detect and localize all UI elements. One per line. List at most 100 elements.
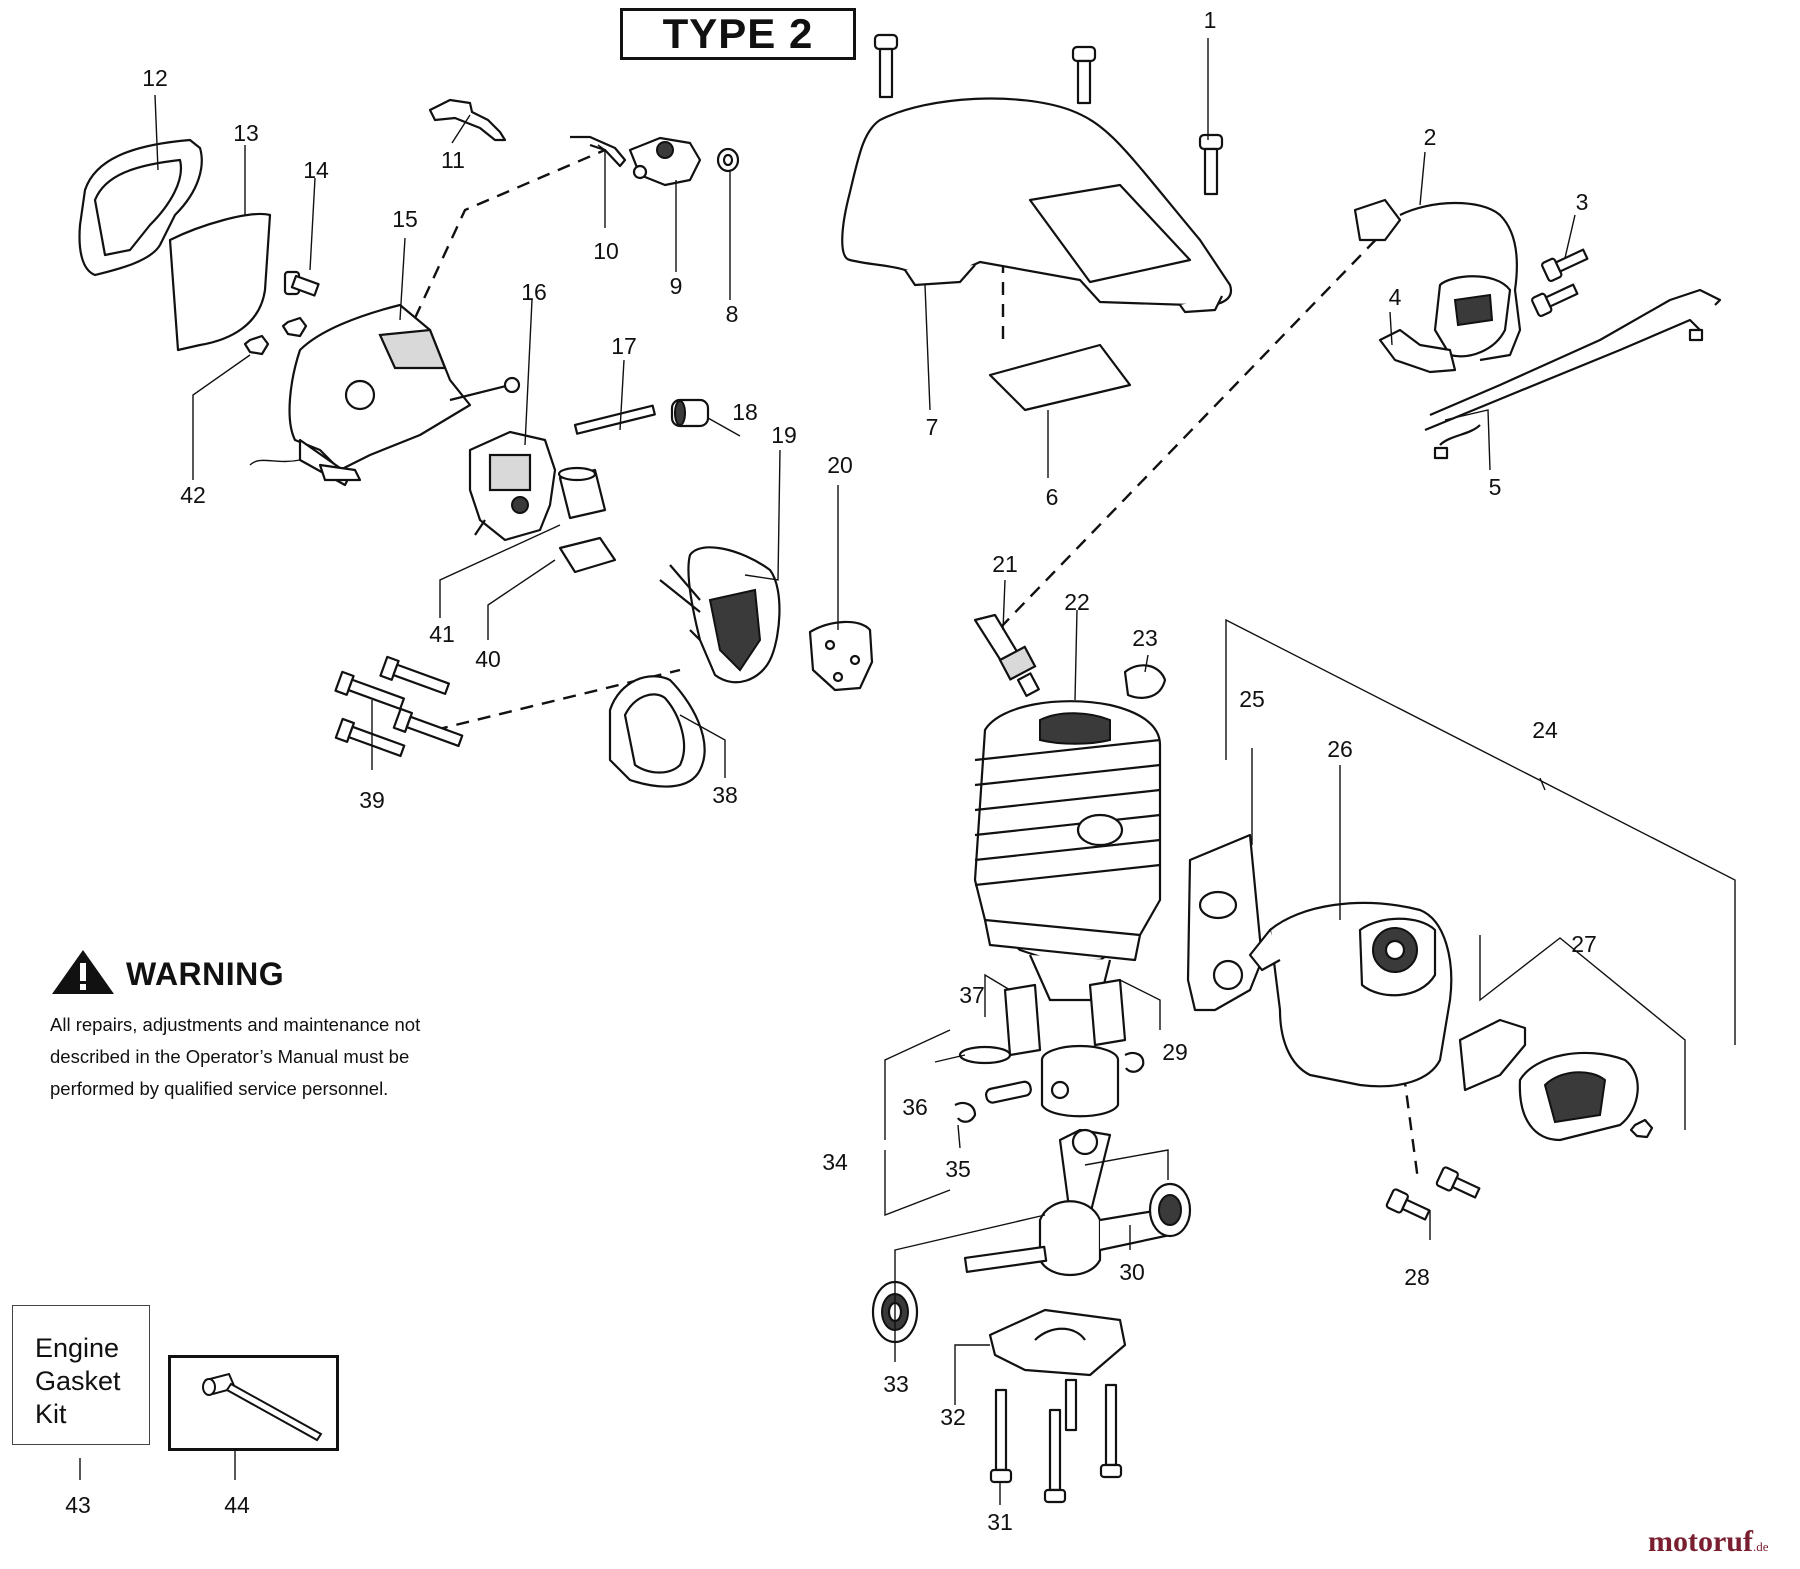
screws-39: [334, 655, 464, 758]
gasket-hole: [1198, 890, 1238, 920]
callout-23: 23: [1132, 625, 1158, 651]
callout-5: 5: [1489, 474, 1502, 500]
callout-16: 16: [521, 279, 547, 305]
watermark-brand: motoruf: [1648, 1525, 1753, 1558]
callout-6: 6: [1046, 484, 1059, 510]
kit-line: Kit: [35, 1399, 67, 1429]
circlip-29b: [1124, 1051, 1145, 1073]
callout-25: 25: [1239, 686, 1265, 712]
kit-line: Engine: [35, 1333, 120, 1363]
warning-title: WARNING: [126, 956, 285, 992]
callout-39: 39: [359, 787, 385, 813]
piston-pin: [985, 1080, 1032, 1104]
callout-29: 29: [1162, 1039, 1188, 1065]
choke-part: [628, 136, 702, 187]
callout-20: 20: [827, 452, 853, 478]
gasket-29: [1088, 978, 1127, 1047]
spark-plug: [973, 613, 1040, 697]
callout-30: 30: [1119, 1259, 1145, 1285]
callout-10: 10: [593, 238, 619, 264]
washer-8: [716, 147, 740, 173]
wrench-icon: [202, 1372, 323, 1442]
clip-23: [1123, 664, 1167, 699]
pin-17: [573, 404, 656, 435]
callout-37: 37: [959, 982, 985, 1008]
screws-28: [1385, 1166, 1481, 1221]
muffler-26: [1248, 901, 1453, 1088]
air-filter-cover: [78, 138, 203, 277]
bearing-right: [1148, 1182, 1192, 1238]
screw-14: [283, 270, 320, 297]
nut-42: [281, 316, 308, 338]
callout-7: 7: [926, 414, 939, 440]
callout-26: 26: [1327, 736, 1353, 762]
gasket-20: [808, 620, 874, 692]
leader-lines: [79, 38, 1736, 1505]
callout-15: 15: [392, 206, 418, 232]
callout-18: 18: [732, 399, 758, 425]
callout-8: 8: [726, 301, 739, 327]
muffler-gasket-25: [1186, 833, 1264, 1012]
warning-line: All repairs, adjustments and maintenance…: [50, 1014, 421, 1035]
callout-12: 12: [142, 65, 168, 91]
piston: [1040, 1044, 1120, 1118]
gasket-40: [558, 536, 617, 574]
warning-line: performed by qualified service personnel…: [50, 1078, 389, 1099]
muffler-cover-27: [1518, 1051, 1639, 1142]
callout-34: 34: [822, 1149, 848, 1175]
type-label-box: TYPE 2: [620, 8, 856, 60]
callout-35: 35: [945, 1156, 971, 1182]
callout-17: 17: [611, 333, 637, 359]
nut-42b: [243, 334, 270, 356]
intake-flange: [659, 546, 781, 684]
callout-32: 32: [940, 1404, 966, 1430]
filter-plate: [988, 343, 1132, 412]
callout-40: 40: [475, 646, 501, 672]
crankcase-32: [988, 1308, 1127, 1377]
warning-triangle-icon: [50, 948, 116, 1001]
crankshaft: [963, 1128, 1172, 1277]
piston-ring-36: [958, 1045, 1012, 1065]
gasket-37: [1003, 983, 1042, 1057]
warning-notice: WARNING All repairs, adjustments and mai…: [50, 948, 470, 1105]
callout-36: 36: [902, 1094, 928, 1120]
callout-22: 22: [1064, 589, 1090, 615]
callout-13: 13: [233, 120, 259, 146]
carburetor-housing: [249, 303, 521, 487]
callout-27: 27: [1571, 931, 1597, 957]
watermark-suffix: .de: [1752, 1539, 1769, 1554]
carburetor: [468, 430, 557, 542]
screws-31: [989, 1378, 1123, 1504]
assembly-dashed-lines: [413, 148, 1420, 1181]
callout-19: 19: [771, 422, 797, 448]
primer-18: [670, 398, 710, 428]
callout-1: 1: [1204, 7, 1217, 33]
callout-24: 24: [1532, 717, 1558, 743]
nut-27: [1629, 1118, 1654, 1139]
type-label: TYPE 2: [662, 10, 814, 57]
watermark-logo: motoruf.de: [1648, 1525, 1769, 1559]
callout-3: 3: [1576, 189, 1589, 215]
callout-labels: 1 2 3 4 5 6 7 8 9 10 11 12 13 14 15 16 1…: [65, 7, 1597, 1535]
callout-38: 38: [712, 782, 738, 808]
callout-43: 43: [65, 1492, 91, 1518]
kit-line: Gasket: [35, 1366, 121, 1396]
callout-9: 9: [670, 273, 683, 299]
callout-42: 42: [180, 482, 206, 508]
rubber-ring-inner: [623, 693, 685, 774]
callout-28: 28: [1404, 1264, 1430, 1290]
spark-screen-27a: [1458, 1018, 1527, 1092]
callout-33: 33: [883, 1371, 909, 1397]
callout-41: 41: [429, 621, 455, 647]
callout-21: 21: [992, 551, 1018, 577]
callout-14: 14: [303, 157, 329, 183]
callout-31: 31: [987, 1509, 1013, 1535]
cylinder: [973, 700, 1162, 1002]
circlip-35: [954, 1101, 977, 1123]
air-filter: [168, 213, 272, 352]
engine-gasket-kit-box: Engine Gasket Kit: [12, 1305, 150, 1445]
top-cover: [841, 33, 1233, 314]
callout-2: 2: [1424, 124, 1437, 150]
callout-44: 44: [224, 1492, 250, 1518]
